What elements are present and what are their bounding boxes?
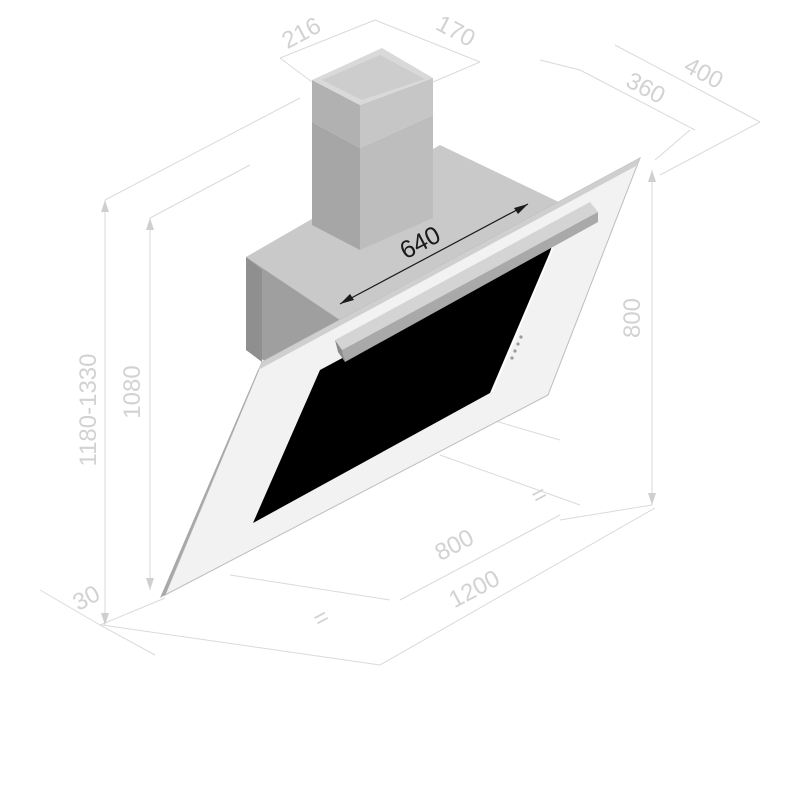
- control-panel: [510, 335, 523, 360]
- dimension-arrows: [101, 170, 656, 625]
- control-button[interactable]: [510, 356, 514, 360]
- body-top-face: [246, 145, 565, 320]
- dim-label-height-fixed: 1080: [119, 365, 146, 418]
- dim-label-glass-thickness: 30: [68, 580, 104, 616]
- handle-bar-front: [342, 212, 598, 362]
- dim-label-height-range: 1180-1330: [75, 354, 102, 467]
- glass-edge-top: [258, 158, 640, 370]
- hood-body: [160, 48, 641, 598]
- dim-label-bottom-width-outer: 1200: [445, 565, 505, 614]
- control-button[interactable]: [516, 342, 520, 346]
- dim-label-glass-height: 800: [619, 298, 646, 338]
- black-filter-panel: [253, 245, 553, 523]
- handle-bar-top: [335, 202, 598, 350]
- dim-label-chimney-depth: 170: [432, 10, 480, 53]
- chimney-upper-right: [360, 78, 433, 148]
- handle-bar-end: [335, 340, 345, 362]
- chimney-lower-left: [312, 122, 360, 250]
- dim-label-depth-outer: 400: [680, 52, 728, 95]
- equal-mark-left: =: [309, 603, 334, 633]
- control-button[interactable]: [519, 335, 523, 339]
- chimney-upper-left: [312, 80, 360, 148]
- dim-label-bottom-width-inner: 800: [430, 524, 478, 567]
- chimney-lower-right: [360, 115, 433, 250]
- control-button[interactable]: [513, 349, 517, 353]
- glass-edge: [160, 362, 262, 598]
- body-side-face: [246, 257, 262, 362]
- equal-mark-right: =: [527, 480, 552, 510]
- dimension-lines: [39, 19, 761, 666]
- dim-label-chimney-width: 216: [277, 12, 325, 55]
- dim-label-depth-inner: 360: [622, 67, 670, 110]
